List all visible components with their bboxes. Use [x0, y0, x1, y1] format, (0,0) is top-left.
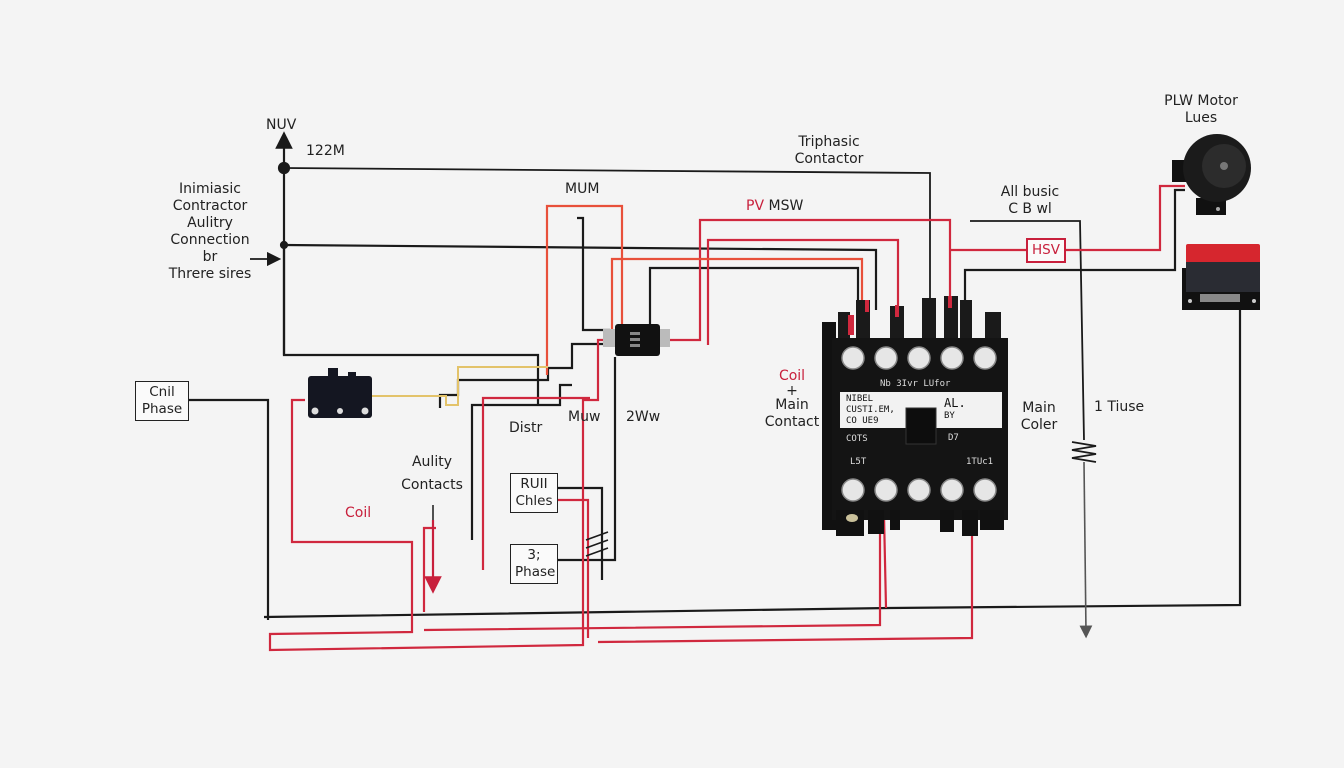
left-note-line: Threre sires	[168, 266, 252, 282]
wire-rull-red	[558, 498, 590, 638]
motor-icon	[1172, 134, 1251, 215]
wire-bottom-red	[597, 515, 974, 644]
wire-hsv	[950, 184, 1185, 252]
label-nuv: NUV	[266, 117, 297, 133]
wire-contactor-motor	[963, 188, 1185, 320]
wire-fuse-down	[1079, 461, 1093, 639]
wire-rull	[558, 486, 604, 580]
label-coil-main-contact: Coil + Main Contact	[764, 368, 820, 430]
left-note-line: Inimiasic	[179, 181, 241, 197]
wire-orange-loop	[610, 257, 864, 343]
label-muw: Muw	[568, 409, 601, 425]
contactor-lower-left: COTS	[846, 434, 868, 444]
coil-phase-box: Cnil Phase	[135, 381, 189, 421]
label-fuse: 1 Tiuse	[1094, 399, 1145, 415]
contactor-plate-right: AL. BY	[944, 396, 966, 423]
label-triphasic-contactor: Triphasic Contactor	[794, 134, 864, 167]
left-note-line: Connection	[170, 232, 250, 248]
wire-coil-phase	[187, 398, 270, 620]
wire-bus-2	[283, 243, 878, 310]
fuse-symbol	[1071, 441, 1097, 463]
wire-bottom-bus	[263, 310, 1242, 619]
label-2ww: 2Ww	[626, 409, 661, 425]
red-wires	[268, 184, 1185, 652]
wire-coil-loop	[268, 374, 600, 652]
wire-bottom-red2	[882, 514, 888, 609]
label-mum: MUM	[565, 181, 600, 197]
contactor-bottom-left: L5T	[850, 457, 867, 467]
wire-pv-msw	[596, 218, 952, 374]
micro-switch	[308, 368, 372, 418]
transformer-symbol	[585, 531, 609, 557]
left-note-line: br	[202, 249, 218, 265]
label-distr: Distr	[509, 420, 543, 436]
small-relay	[603, 324, 670, 356]
label-all-busic: All busic C B wl	[1000, 184, 1060, 217]
wire-all-busic	[970, 220, 1085, 441]
label-pv-msw: PV MSW	[746, 198, 804, 214]
label-motor: PLW Motor Lues	[1164, 93, 1238, 126]
wire-pv-msw-2	[706, 238, 900, 345]
left-note-line: Contractor	[172, 198, 248, 214]
wire-relay-down	[598, 357, 617, 562]
wire-mum-black	[577, 216, 610, 332]
hsv-box: HSV	[1026, 238, 1066, 263]
left-note: Inimiasic Contractor Aulitry Connection …	[160, 181, 260, 283]
label-main-coler: Main Coler	[1020, 400, 1058, 433]
contactor-top-text: Nb 3Ivr LUfor	[880, 379, 951, 389]
wire-relay-out	[648, 266, 860, 335]
yellow-wire	[372, 366, 548, 406]
wire-mum-red	[545, 204, 624, 375]
label-122m: 122M	[306, 143, 345, 159]
three-phase-box: 3; Phase	[510, 544, 558, 584]
rull-chles-box: RUII Chles	[510, 473, 558, 513]
contactor-plate-left: NIBEL CUSTI.EM, CO UE9	[846, 394, 895, 427]
left-note-line: Aulitry	[187, 215, 233, 231]
wire-distr	[481, 396, 590, 570]
contactor-lower-mid: D7	[948, 433, 959, 443]
push-button-icon	[1182, 244, 1260, 310]
wire-relay-in2	[470, 383, 572, 540]
label-coil: Coil	[345, 505, 372, 521]
label-aulity-contacts: Aulity Contacts	[401, 454, 463, 493]
wire-122m	[283, 167, 931, 300]
contactor-body	[822, 296, 1008, 536]
contactor-bottom-right: 1TUc1	[966, 457, 994, 467]
